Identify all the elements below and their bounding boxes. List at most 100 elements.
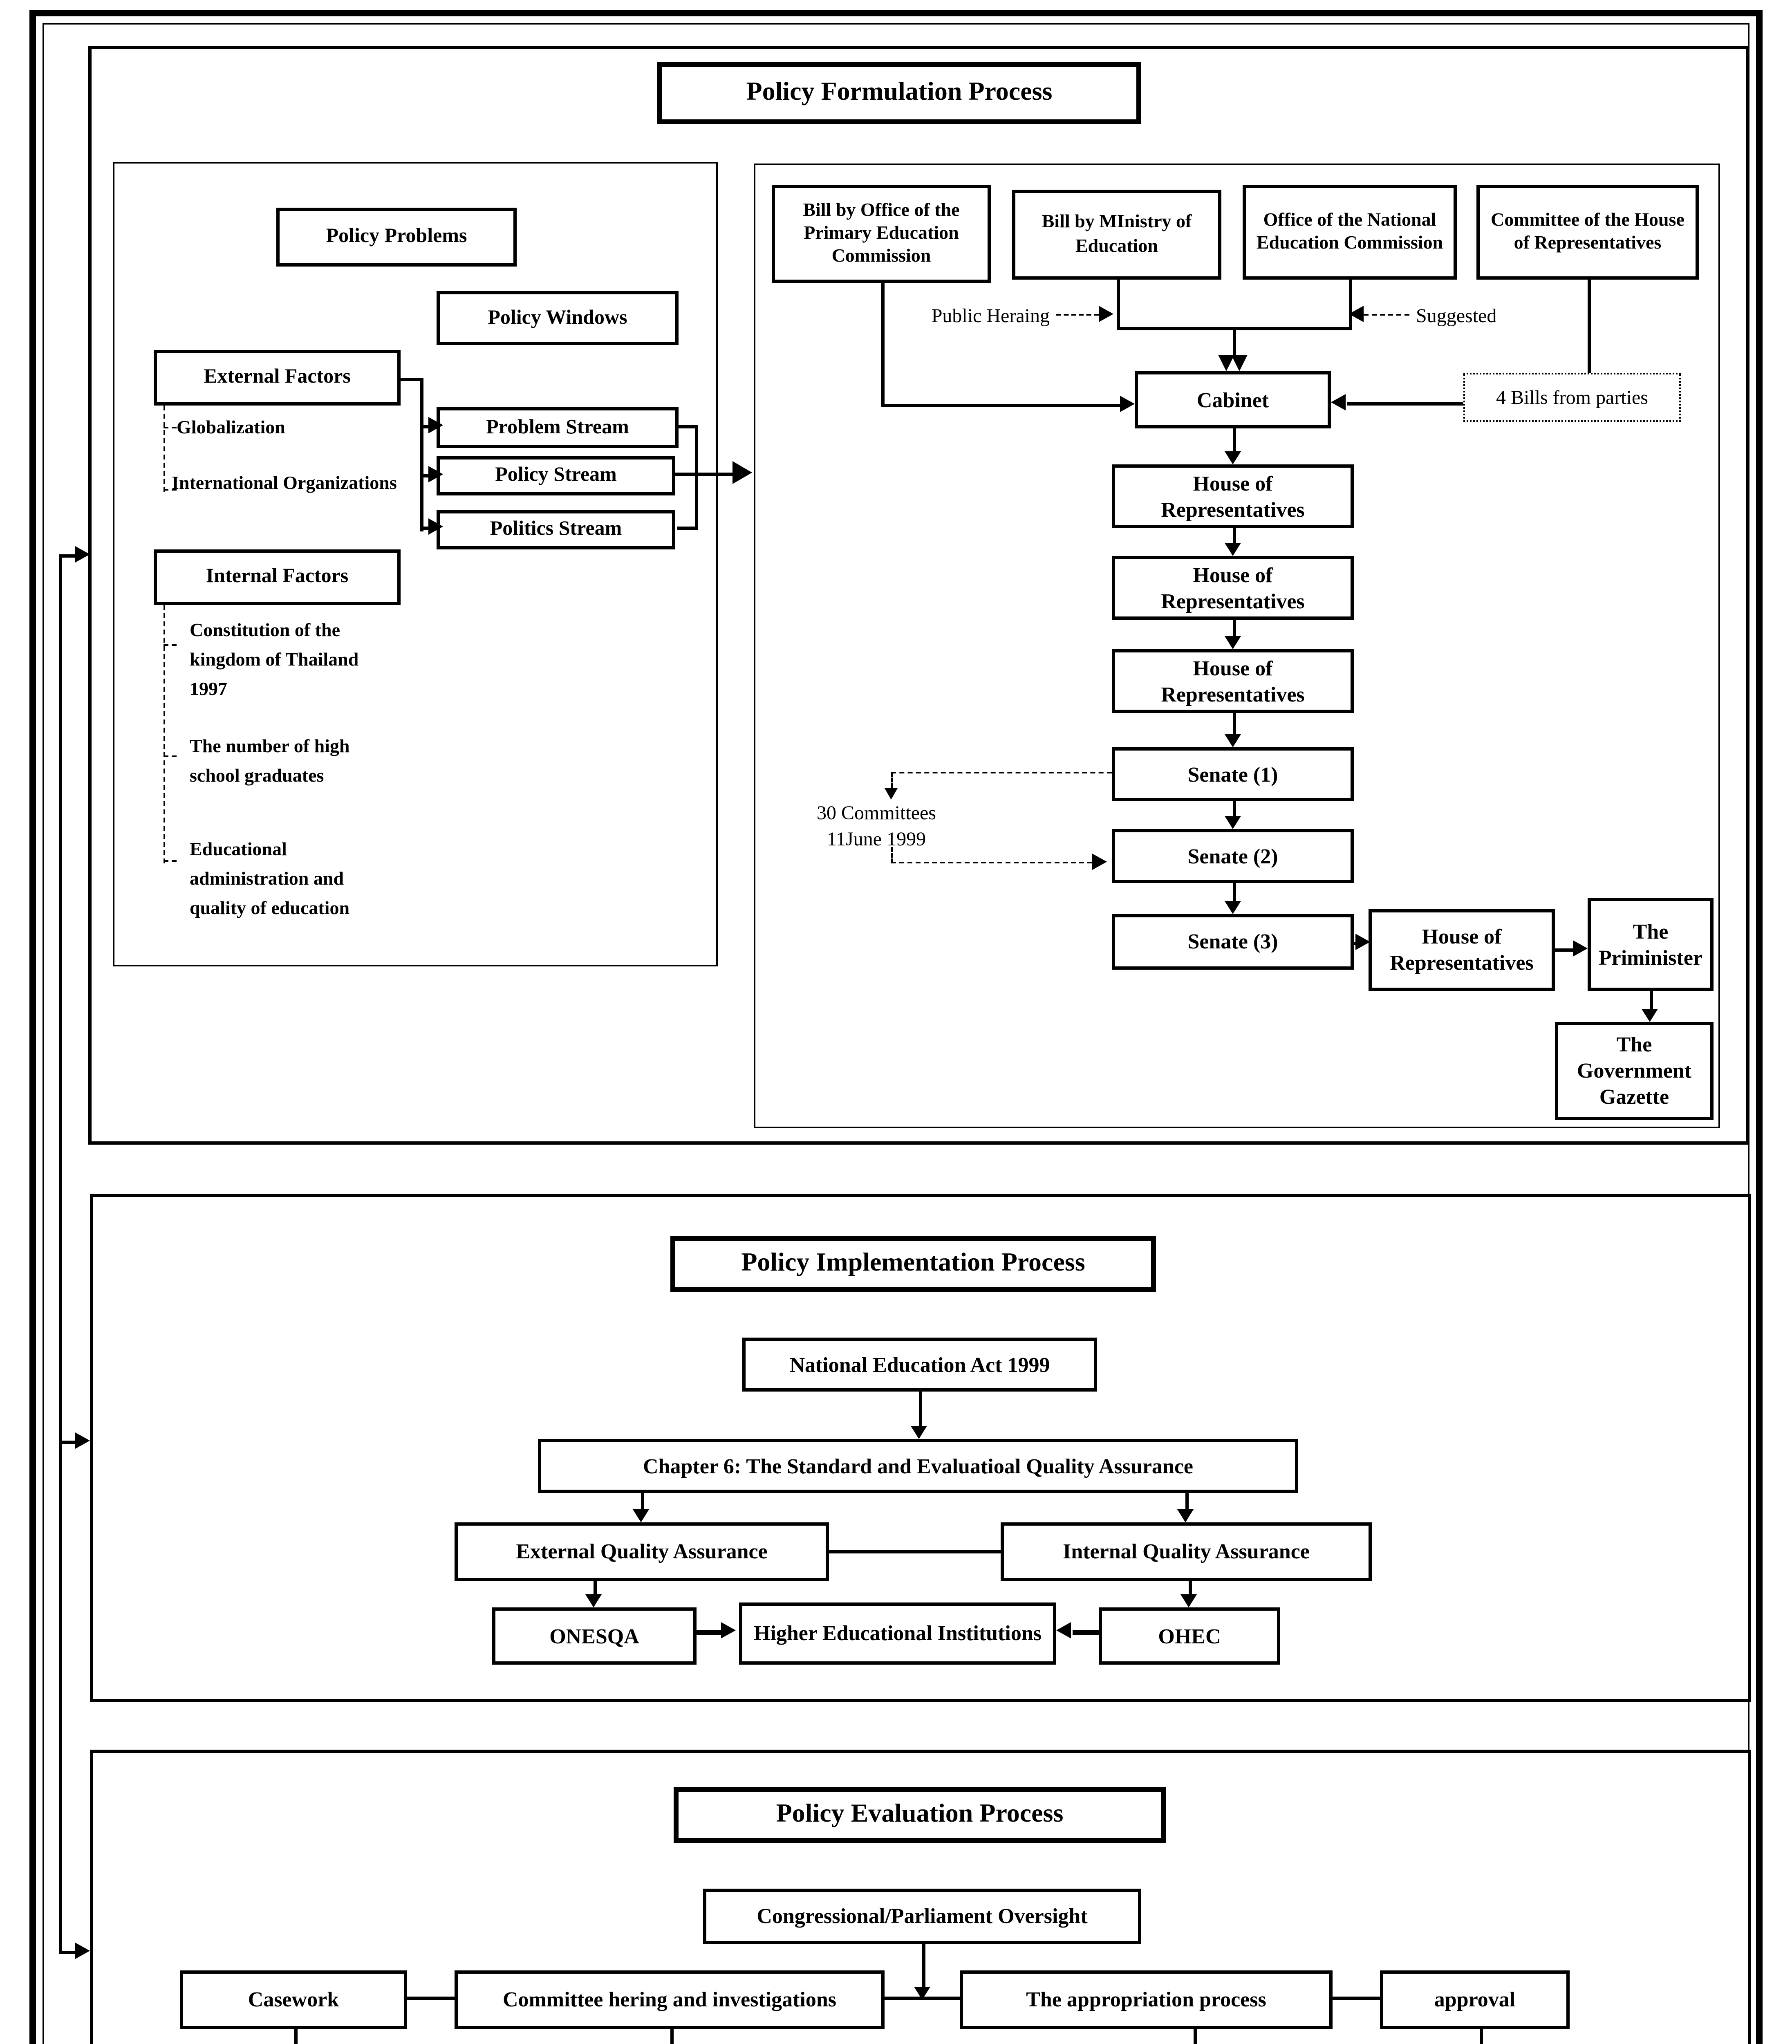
backbone-stub-1 <box>59 554 75 558</box>
committee-house-label: Committee of the House of Representative… <box>1491 211 1684 253</box>
streams-in-rail <box>420 378 423 531</box>
node-internal-qa: Internal Quality Assurance <box>1001 1522 1372 1581</box>
ohec-label: OHEC <box>1158 1623 1221 1648</box>
nea1999-label: National Education Act 1999 <box>789 1351 1050 1376</box>
node-committee-hearing: Committee hering and investigations <box>455 1970 885 2029</box>
eqa-down-line <box>594 1581 597 1596</box>
arrow-onesqa-hei <box>721 1622 736 1638</box>
arrow-problem-stream <box>428 417 443 433</box>
office-primary-to-cabinet-line <box>881 404 1122 407</box>
politics-stream-label: Politics Stream <box>490 517 622 540</box>
nea-down-line <box>919 1392 922 1428</box>
arrow-eqa-onesqa <box>585 1594 602 1607</box>
extfactors-out-line <box>401 378 422 381</box>
streams-out-rail <box>695 425 698 527</box>
node-house-final: House of Representatives <box>1369 909 1555 991</box>
node-policy-problems: Policy Problems <box>276 208 517 267</box>
node-approval: approval <box>1380 1970 1570 2029</box>
external-item-stub-2 <box>164 489 177 491</box>
node-hei: Higher Educational Institutions <box>739 1602 1056 1665</box>
node-house3: House of Representatives <box>1112 649 1354 713</box>
node-senate1: Senate (1) <box>1112 747 1354 801</box>
arrow-into-evaluation <box>75 1943 90 1959</box>
node-house2: House of Representatives <box>1112 556 1354 620</box>
office-national-label: Office of the National Education Commiss… <box>1256 211 1443 253</box>
priminister-down-line <box>1650 991 1653 1011</box>
evaluation-panel <box>90 1750 1751 2044</box>
arrow-chapter6-eqa <box>633 1509 649 1522</box>
ohec-hei-line <box>1073 1630 1099 1635</box>
arrow-senate3-housefinal <box>1355 934 1370 950</box>
suggested-dash <box>1364 314 1409 316</box>
node-priminister: The Priminister <box>1588 898 1714 991</box>
public-hearing-dash <box>1056 314 1099 316</box>
node-oversight: Congressional/Parliament Oversight <box>703 1889 1141 1944</box>
senate2-label: Senate (2) <box>1187 843 1278 868</box>
arrow-house1-house2 <box>1225 543 1241 556</box>
problem-out-stub <box>677 425 698 428</box>
node-committee-house: Committee of the House of Representative… <box>1476 185 1699 280</box>
node-politics-stream: Politics Stream <box>437 510 675 549</box>
bill-ministry-label: Bill by MInistry of Education <box>1042 213 1192 256</box>
appropriation-down-line <box>1194 2029 1197 2044</box>
arrow-ohec-hei <box>1056 1622 1071 1638</box>
suggested-label: Suggested <box>1416 304 1497 327</box>
arrow-chapter6-iqa <box>1177 1509 1194 1522</box>
office-primary-down-line <box>881 283 885 407</box>
node-office-national: Office of the National Education Commiss… <box>1243 185 1457 280</box>
problem-in-stub <box>420 425 430 428</box>
house-final-label: House of Representatives <box>1390 924 1534 975</box>
hei-label: Higher Educational Institutions <box>753 1620 1042 1645</box>
note-committees: 30 Committees 11June 1999 <box>786 801 966 852</box>
formulation-title-label: Policy Formulation Process <box>746 78 1053 107</box>
arrow-priminister-gazette <box>1642 1009 1658 1022</box>
bills-from-parties-label: 4 Bills from parties <box>1496 385 1648 408</box>
formulation-panel <box>88 46 1749 1145</box>
policy-stream-label: Policy Stream <box>495 463 617 486</box>
node-senate2: Senate (2) <box>1112 829 1354 883</box>
chapter6-left-line <box>641 1493 644 1511</box>
appropriation-approval-link <box>1333 1997 1380 2000</box>
politics-in-stub <box>420 527 430 530</box>
committees-line1: 30 Committees <box>817 801 936 824</box>
evaluation-title-label: Policy Evaluation Process <box>776 1800 1064 1829</box>
casework-committee-link <box>407 1997 455 2000</box>
committees-line2: 11June 1999 <box>827 827 926 850</box>
committee-down-line <box>670 2029 674 2044</box>
arrow-into-formulation <box>75 546 90 563</box>
note-constitution: Constitution of the kingdom of Thailand … <box>190 618 373 706</box>
arrow-parties-to-cabinet <box>1331 394 1346 410</box>
constitution-label: Constitution of the kingdom of Thailand … <box>190 621 359 699</box>
note-public-hearing: Public Heraing <box>880 304 1050 329</box>
node-bill-ministry: Bill by MInistry of Education <box>1012 190 1221 280</box>
appropriation-label: The appropriation process <box>1026 1987 1266 2012</box>
arrow-streams-to-legislative <box>732 461 752 484</box>
arrow-policy-stream <box>428 466 443 482</box>
bill-office-primary-label: Bill by Office of the Primary Education … <box>803 201 960 267</box>
house3-label: House of Representatives <box>1161 655 1305 706</box>
arrow-suggested <box>1349 306 1364 322</box>
internal-items-dashed-line <box>164 605 165 863</box>
internal-qa-label: Internal Quality Assurance <box>1063 1539 1310 1564</box>
arrow-merge-to-cabinet-2 <box>1231 355 1248 371</box>
legislative-subpanel <box>754 164 1720 1128</box>
node-bills-from-parties: 4 Bills from parties <box>1463 373 1681 422</box>
priminister-label: The Priminister <box>1598 918 1703 969</box>
oversight-label: Congressional/Parliament Oversight <box>757 1903 1088 1928</box>
backbone-stub-3 <box>59 1951 75 1954</box>
house2-down-line <box>1233 620 1236 636</box>
senate1-committees-dash <box>891 772 1112 773</box>
backbone-stub-2 <box>59 1441 75 1444</box>
house1-label: House of Representatives <box>1161 470 1305 521</box>
onesqa-hei-line <box>697 1630 723 1635</box>
iqa-down-line <box>1189 1581 1192 1596</box>
senate3-label: Senate (3) <box>1187 929 1278 954</box>
cabinet-label: Cabinet <box>1196 387 1269 412</box>
node-onesqa: ONESQA <box>492 1607 697 1665</box>
formulation-title: Policy Formulation Process <box>657 62 1141 124</box>
policy-windows-label: Policy Windows <box>488 305 627 329</box>
cabinet-down-line <box>1233 428 1236 453</box>
problem-stream-label: Problem Stream <box>486 415 629 438</box>
node-external-factors: External Factors <box>154 350 401 406</box>
gazette-label: The Government Gazette <box>1577 1032 1692 1109</box>
